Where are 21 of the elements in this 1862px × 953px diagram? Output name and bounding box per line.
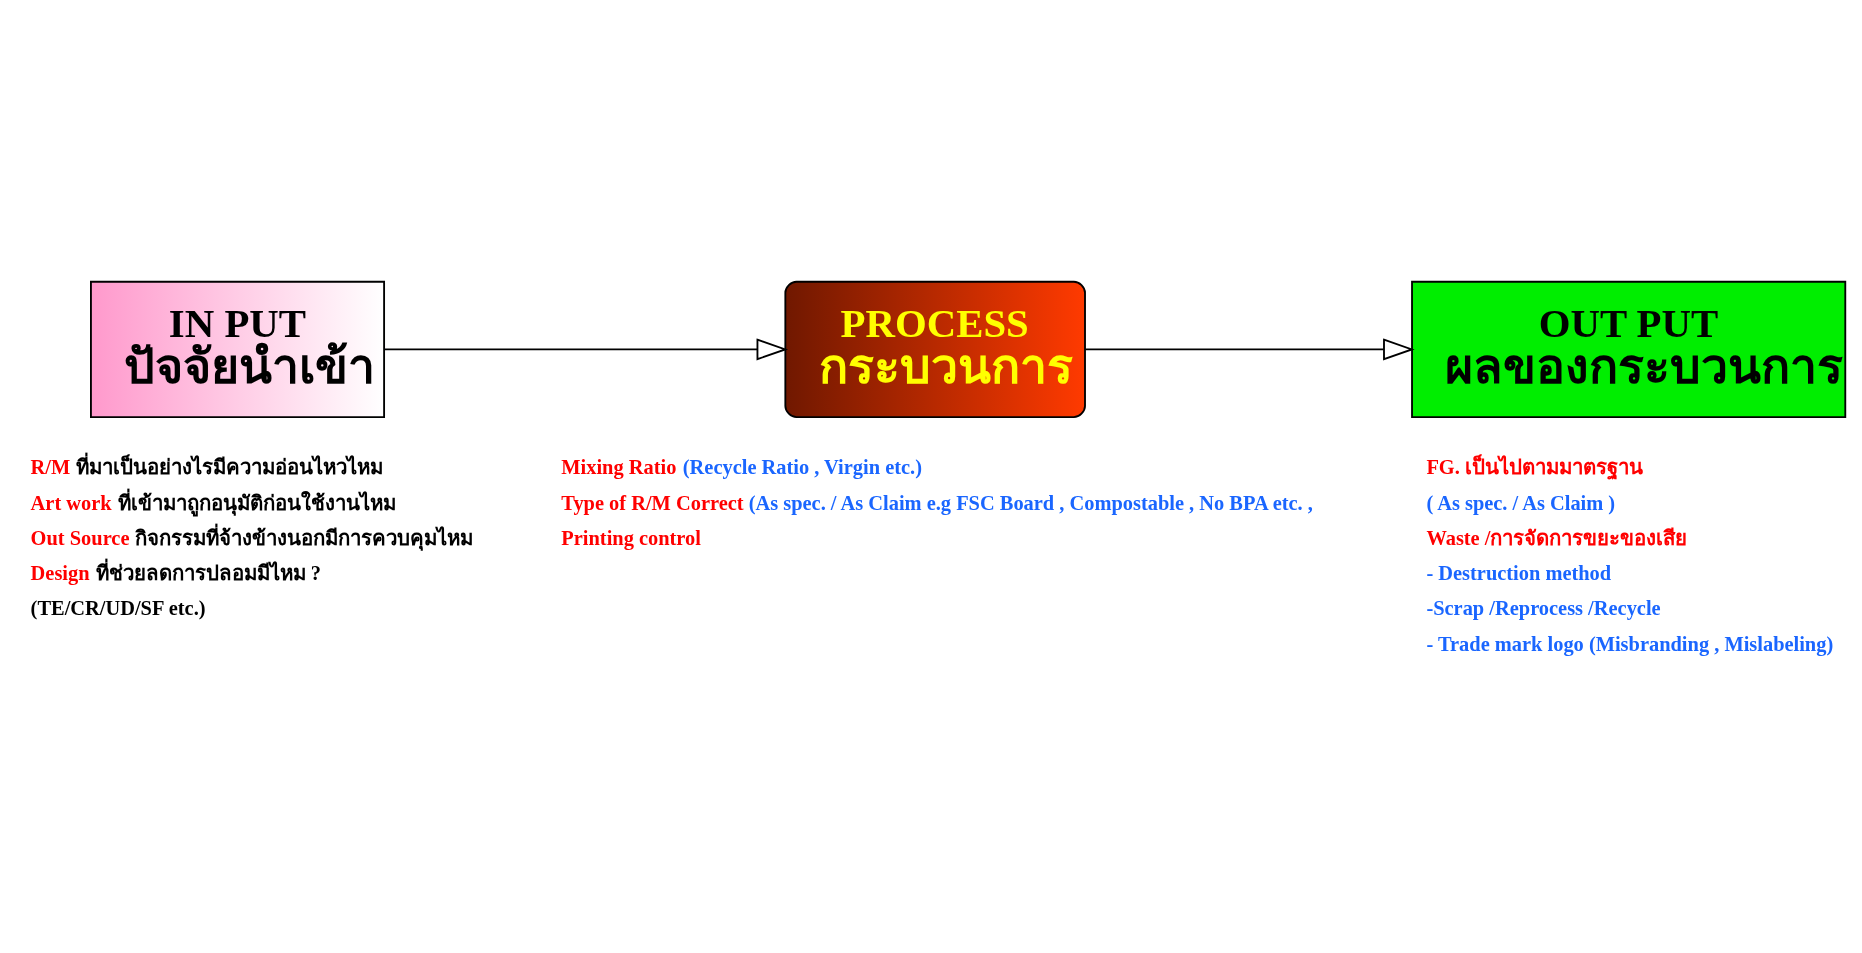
- node-box: OUT PUT ผลของกระบวนการ: [1411, 280, 1847, 418]
- label: (As spec. / As Claim e.g FSC Board , Compostable , No BPA etc. ,: [748, 491, 1313, 514]
- label: Design: [30, 561, 90, 584]
- label: Waste /การจัดการขยะของเสีย: [1426, 526, 1688, 549]
- label: Mixing Ratio: [561, 455, 677, 478]
- label: (TE/CR/UD/SF etc.): [30, 596, 206, 619]
- label: ( As spec. / As Claim ): [1426, 491, 1616, 514]
- label: - Destruction method: [1426, 561, 1612, 584]
- arrow: [1084, 337, 1415, 360]
- label: R/M: [30, 455, 71, 478]
- node-box: IN PUT ปัจจัยนำเข้า: [90, 280, 386, 418]
- label: - Trade mark logo (Misbranding , Mislabeling): [1426, 632, 1834, 655]
- arrow: [383, 337, 789, 360]
- label: Art work: [30, 491, 112, 514]
- label: Printing control: [561, 526, 701, 549]
- node-box: PROCESS กระบวนการ: [784, 280, 1086, 418]
- label: Type of R/M Correct: [561, 491, 744, 514]
- label: FG. เป็นไปตามมาตรฐาน: [1426, 455, 1643, 478]
- label: (Recycle Ratio , Virgin etc.): [682, 455, 922, 478]
- label: Out Source: [30, 526, 130, 549]
- label: -Scrap /Reprocess /Recycle: [1426, 596, 1661, 619]
